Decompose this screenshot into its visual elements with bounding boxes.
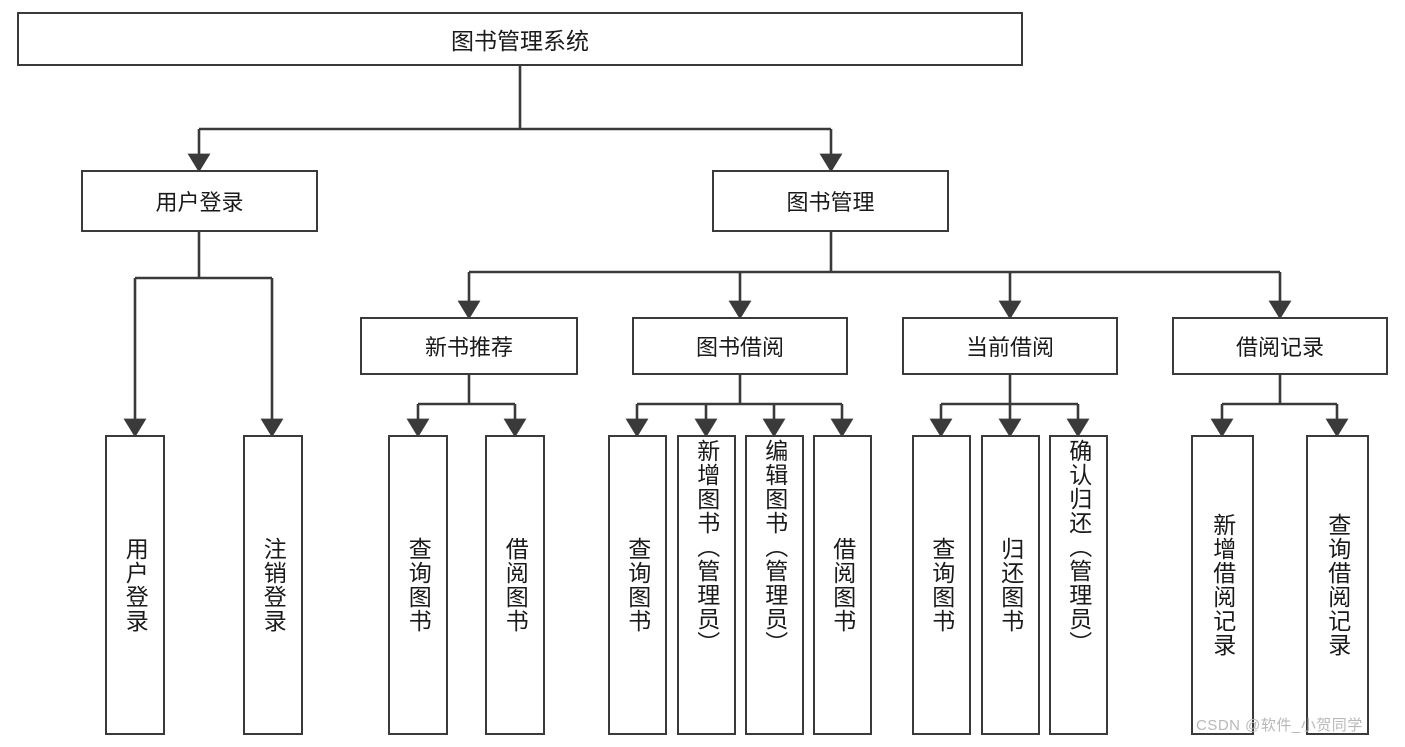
leaf-query-book-borrow[interactable]: 查询图书 <box>608 435 667 735</box>
node-label: 用户登录 <box>155 190 244 215</box>
leaf-logout-login[interactable]: 注销登录 <box>243 435 303 735</box>
leaf-query-borrow-record[interactable]: 查询借阅记录 <box>1306 435 1369 735</box>
node-label: 图书借阅 <box>695 335 784 360</box>
node-book-management[interactable]: 图书管理 <box>712 170 949 232</box>
leaf-label: 归还图书 <box>997 537 1024 633</box>
leaf-label: 查询图书 <box>928 537 955 633</box>
leaf-return-book[interactable]: 归还图书 <box>981 435 1040 735</box>
leaf-label: 借阅图书 <box>502 537 529 633</box>
leaf-label: 确认归还（管理员） <box>1065 439 1092 655</box>
leaf-label: 借阅图书 <box>829 537 856 633</box>
csdn-watermark: CSDN @软件_小贺同学 <box>1196 717 1363 734</box>
leaf-add-borrow-record[interactable]: 新增借阅记录 <box>1191 435 1254 735</box>
node-label: 借阅记录 <box>1235 335 1324 360</box>
leaf-add-book-admin[interactable]: 新增图书（管理员） <box>677 435 736 735</box>
leaf-user-login[interactable]: 用户登录 <box>105 435 165 735</box>
node-label: 当前借阅 <box>965 335 1054 360</box>
leaf-borrow-book-recommend[interactable]: 借阅图书 <box>485 435 545 735</box>
leaf-edit-book-admin[interactable]: 编辑图书（管理员） <box>745 435 804 735</box>
node-book-borrow[interactable]: 图书借阅 <box>632 317 848 375</box>
node-label: 图书管理 <box>786 190 875 215</box>
node-user-login[interactable]: 用户登录 <box>81 170 318 232</box>
node-label: 图书管理系统 <box>451 28 589 54</box>
node-label: 新书推荐 <box>424 335 513 360</box>
leaf-label: 注销登录 <box>260 537 287 633</box>
leaf-label: 编辑图书（管理员） <box>761 439 788 655</box>
node-current-borrow[interactable]: 当前借阅 <box>902 317 1118 375</box>
node-new-book-recommend[interactable]: 新书推荐 <box>360 317 578 375</box>
node-root-system[interactable]: 图书管理系统 <box>17 12 1023 66</box>
leaf-query-book-current[interactable]: 查询图书 <box>912 435 971 735</box>
leaf-label: 查询图书 <box>405 537 432 633</box>
leaf-query-book-recommend[interactable]: 查询图书 <box>388 435 448 735</box>
leaf-label: 查询借阅记录 <box>1324 513 1351 657</box>
node-borrow-record[interactable]: 借阅记录 <box>1172 317 1388 375</box>
leaf-label: 新增图书（管理员） <box>693 439 720 655</box>
leaf-borrow-book-borrow[interactable]: 借阅图书 <box>813 435 872 735</box>
leaf-label: 新增借阅记录 <box>1209 513 1236 657</box>
leaf-label: 查询图书 <box>624 537 651 633</box>
leaf-label: 用户登录 <box>122 537 149 633</box>
leaf-confirm-return-admin[interactable]: 确认归还（管理员） <box>1049 435 1108 735</box>
